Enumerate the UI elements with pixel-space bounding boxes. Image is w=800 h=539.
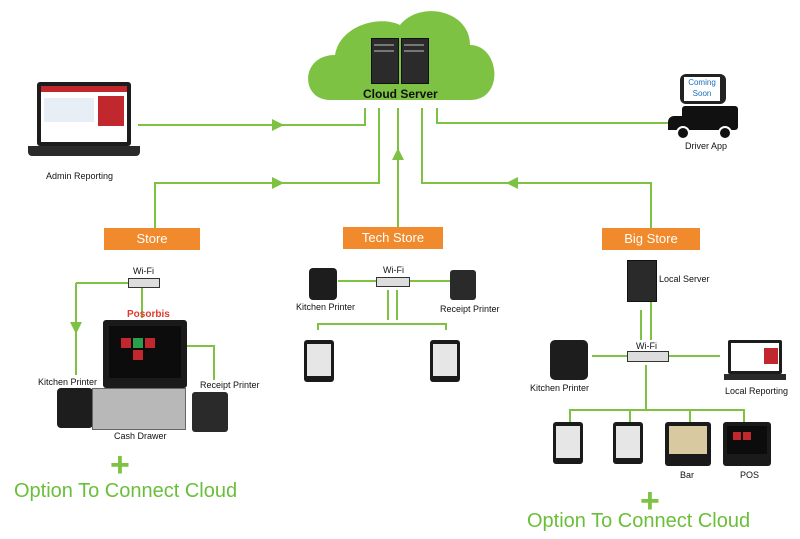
bar-terminal-icon: [665, 422, 711, 466]
store-label-box: Store: [104, 228, 200, 250]
pos-terminal-icon: [103, 320, 187, 388]
local-reporting-laptop-icon: [724, 340, 786, 382]
store-receipt-printer-label: Receipt Printer: [200, 380, 260, 390]
bar-label: Bar: [680, 470, 695, 480]
tech-wifi-label: Wi-Fi: [383, 265, 404, 275]
tech-receipt-printer-label: Receipt Printer: [440, 304, 500, 314]
store-brand-label: Posorbis: [127, 309, 170, 320]
store-option-text: Option To Connect Cloud: [14, 480, 238, 502]
big-kitchen-printer-icon: [550, 340, 588, 380]
store-kitchen-printer-label: Kitchen Printer: [38, 377, 98, 387]
big-router-icon: [627, 351, 669, 362]
pos-label: POS: [740, 470, 760, 480]
big-option-text: Option To Connect Cloud: [527, 510, 751, 532]
store-wifi-label: Wi-Fi: [133, 266, 154, 276]
cloud-server-icon: [371, 38, 429, 84]
local-server-icon: [627, 260, 657, 302]
store-receipt-printer-icon: [192, 392, 228, 432]
big-wifi-label: Wi-Fi: [636, 341, 657, 351]
admin-reporting-label: Admin Reporting: [46, 171, 114, 181]
pos-big-terminal-icon: [723, 422, 771, 466]
store-plus-icon: +: [110, 446, 130, 484]
cash-drawer-icon: [92, 388, 186, 430]
tech-tablet-right-icon: [430, 340, 460, 382]
tech-kitchen-printer-icon: [309, 268, 337, 300]
tech-kitchen-printer-label: Kitchen Printer: [296, 302, 356, 312]
store-kitchen-printer-icon: [57, 388, 93, 428]
big-plus-icon: +: [640, 482, 660, 520]
driver-badge: Coming Soon: [684, 77, 720, 101]
tech-store-label-box: Tech Store: [343, 227, 443, 249]
tech-tablet-left-icon: [304, 340, 334, 382]
store-router-icon: [128, 278, 160, 288]
local-reporting-label: Local Reporting: [725, 386, 789, 396]
tech-router-icon: [376, 277, 410, 287]
big-store-label-box: Big Store: [602, 228, 700, 250]
driver-app-label: Driver App: [685, 141, 728, 151]
cash-drawer-label: Cash Drawer: [114, 431, 167, 441]
big-kitchen-printer-label: Kitchen Printer: [530, 383, 590, 393]
big-tablet-2-icon: [613, 422, 643, 464]
tech-receipt-printer-icon: [450, 270, 476, 300]
local-server-label: Local Server: [659, 274, 710, 284]
big-tablet-1-icon: [553, 422, 583, 464]
cloud-server-label: Cloud Server: [363, 87, 438, 101]
admin-laptop-icon: [28, 82, 140, 164]
van-icon: [668, 106, 740, 140]
